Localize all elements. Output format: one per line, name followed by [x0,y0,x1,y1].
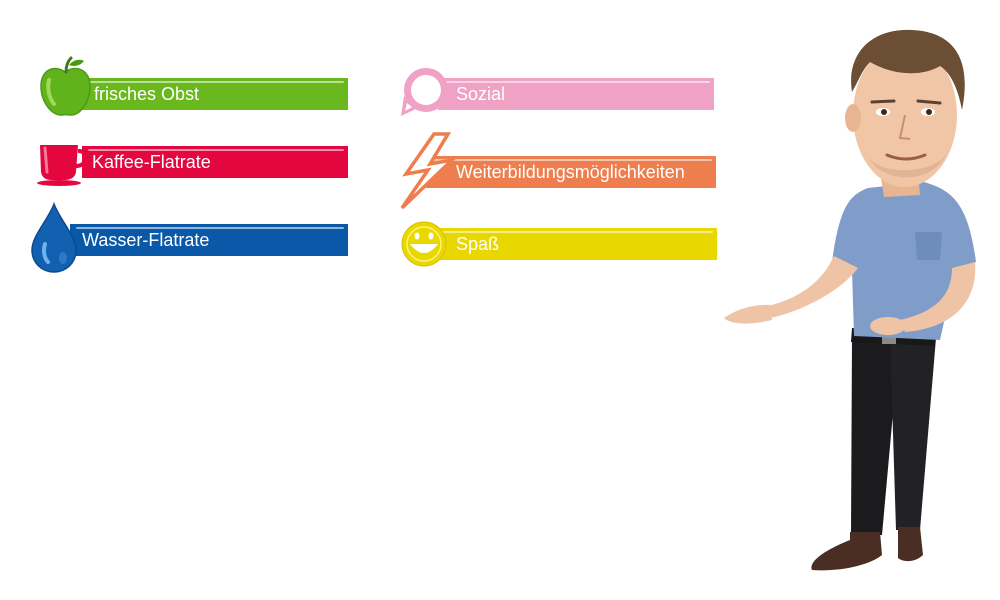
benefit-label: Spaß [456,234,500,254]
benefit-wasser-flatrate: Wasser-Flatrate [30,202,350,274]
benefit-label: Weiterbildungsmöglichkeiten [456,162,685,182]
benefit-label: frisches Obst [94,84,200,104]
apple-icon [40,56,91,116]
benefit-bar: frisches Obst [78,78,348,110]
benefit-bar: Wasser-Flatrate [70,224,348,256]
benefit-bar: Spaß [434,228,717,260]
benefit-bar: Sozial [438,78,714,110]
benefit-sozial: Sozial [398,66,716,118]
benefit-weiterbildungsmoeglichkeiten: Weiterbildungsmöglichkeiten [398,132,718,210]
benefit-bar: Kaffee-Flatrate [82,146,348,178]
benefit-label: Sozial [456,84,506,104]
benefit-frisches-obst: frisches Obst [38,56,350,118]
benefit-label: Wasser-Flatrate [82,230,210,250]
benefit-bar: Weiterbildungsmöglichkeiten [426,156,716,188]
water-drop-icon [31,202,77,273]
benefit-label: Kaffee-Flatrate [92,152,211,172]
presenting-man-illustration [724,29,976,571]
smiley-icon [401,221,447,267]
benefit-kaffee-flatrate: Kaffee-Flatrate [36,142,350,188]
speech-bubble-icon [401,68,448,116]
coffee-cup-icon [37,145,88,186]
benefit-spass: Spaß [400,220,718,268]
lightning-icon [400,132,456,210]
